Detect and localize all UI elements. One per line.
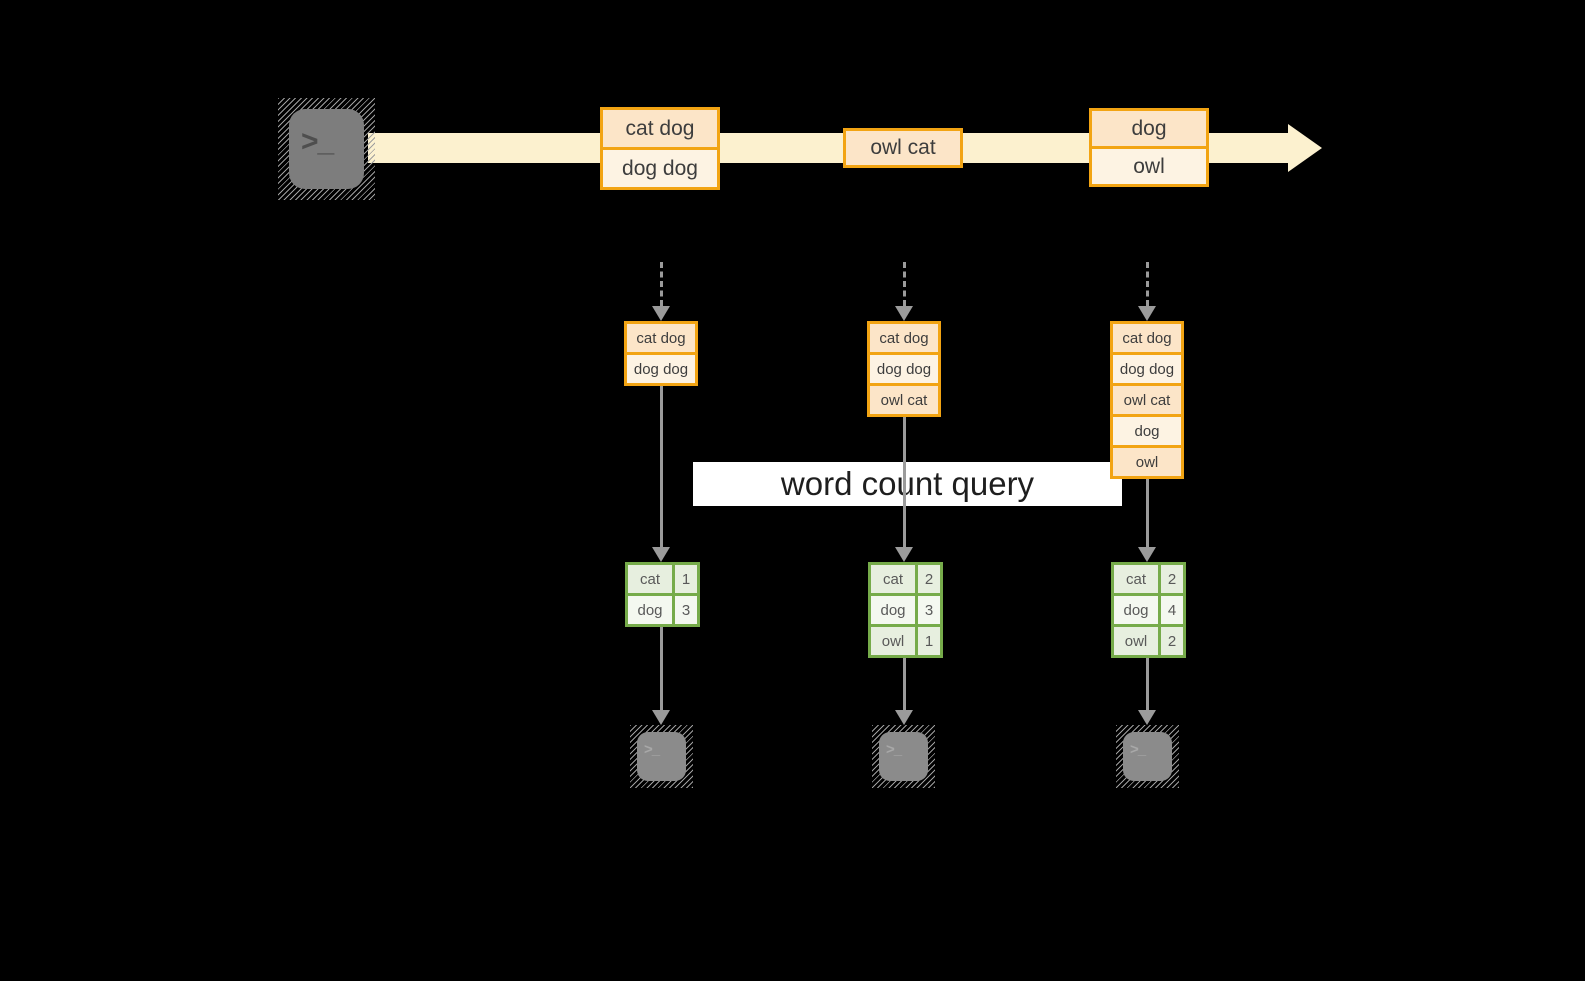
state-line: owl cat — [870, 383, 938, 414]
output-arrow-3 — [1138, 658, 1156, 725]
state-line: dog dog — [627, 352, 695, 383]
word-cell: dog — [628, 596, 672, 624]
terminal-screen: >_ — [637, 732, 686, 781]
count-cell: 2 — [1158, 565, 1183, 593]
stream-event-box-2: owl cat — [843, 128, 963, 168]
state-line: dog dog — [870, 352, 938, 383]
event-line: dog — [1092, 111, 1206, 146]
count-cell: 2 — [1158, 627, 1183, 655]
word-cell: dog — [1114, 596, 1158, 624]
word-cell: cat — [628, 565, 672, 593]
count-cell: 1 — [915, 627, 940, 655]
stream-event-box-3: dog owl — [1089, 108, 1209, 187]
state-line: owl — [1113, 445, 1181, 476]
table-row: dog 4 — [1114, 593, 1183, 624]
terminal-prompt-glyph: >_ — [644, 741, 660, 758]
count-cell: 3 — [915, 596, 940, 624]
state-box-1: cat dog dog dog — [624, 321, 698, 386]
table-row: cat 2 — [1114, 565, 1183, 593]
result-table-1: cat 1 dog 3 — [625, 562, 700, 627]
event-line: owl — [1092, 146, 1206, 184]
event-line: owl cat — [846, 131, 960, 165]
batch-arrow-1 — [652, 262, 670, 321]
word-cell: cat — [1114, 565, 1158, 593]
state-line: cat dog — [627, 324, 695, 352]
state-line: dog dog — [1113, 352, 1181, 383]
state-line: cat dog — [1113, 324, 1181, 352]
query-arrow-3 — [1138, 479, 1156, 562]
batch-arrow-3 — [1138, 262, 1156, 321]
query-arrow-2 — [895, 417, 913, 562]
result-table-2: cat 2 dog 3 owl 1 — [868, 562, 943, 658]
word-cell: owl — [1114, 627, 1158, 655]
count-cell: 2 — [915, 565, 940, 593]
word-cell: cat — [871, 565, 915, 593]
table-row: cat 2 — [871, 565, 940, 593]
event-line: dog dog — [603, 147, 717, 187]
table-row: dog 3 — [628, 593, 697, 624]
event-line: cat dog — [603, 110, 717, 147]
stream-event-box-1: cat dog dog dog — [600, 107, 720, 190]
output-terminal-icon-2: >_ — [872, 725, 935, 788]
stream-arrowhead — [1288, 124, 1322, 172]
count-cell: 1 — [672, 565, 697, 593]
state-line: owl cat — [1113, 383, 1181, 414]
terminal-prompt-glyph: >_ — [886, 741, 902, 758]
state-line: cat dog — [870, 324, 938, 352]
count-cell: 3 — [672, 596, 697, 624]
terminal-prompt-glyph: >_ — [1130, 741, 1146, 758]
query-arrow-1 — [652, 386, 670, 562]
terminal-screen: >_ — [879, 732, 928, 781]
state-box-2: cat dog dog dog owl cat — [867, 321, 941, 417]
table-row: dog 3 — [871, 593, 940, 624]
result-table-3: cat 2 dog 4 owl 2 — [1111, 562, 1186, 658]
source-terminal-icon: >_ — [278, 98, 375, 200]
terminal-screen: >_ — [1123, 732, 1172, 781]
terminal-screen: >_ — [289, 109, 364, 189]
output-arrow-2 — [895, 658, 913, 725]
query-label: word count query — [693, 462, 1122, 506]
table-row: owl 2 — [1114, 624, 1183, 655]
word-cell: dog — [871, 596, 915, 624]
state-line: dog — [1113, 414, 1181, 445]
output-terminal-icon-1: >_ — [630, 725, 693, 788]
state-box-3: cat dog dog dog owl cat dog owl — [1110, 321, 1184, 479]
output-terminal-icon-3: >_ — [1116, 725, 1179, 788]
output-arrow-1 — [652, 627, 670, 725]
count-cell: 4 — [1158, 596, 1183, 624]
terminal-prompt-glyph: >_ — [301, 125, 334, 158]
word-cell: owl — [871, 627, 915, 655]
table-row: owl 1 — [871, 624, 940, 655]
table-row: cat 1 — [628, 565, 697, 593]
batch-arrow-2 — [895, 262, 913, 321]
